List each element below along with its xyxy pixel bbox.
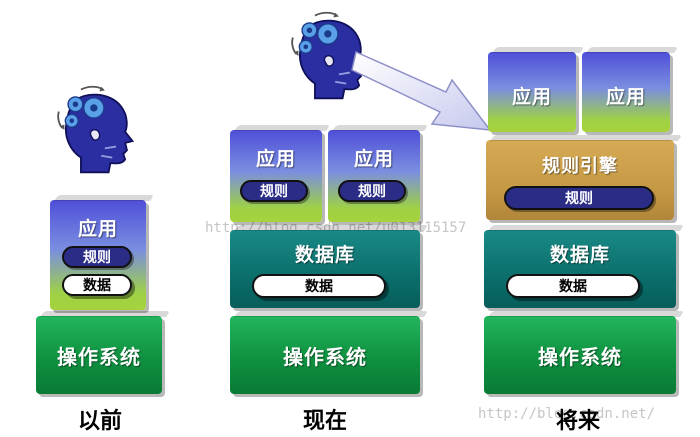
- present-app-block-1: 应用 规则: [230, 130, 322, 222]
- present-rule-pill-1: 规则: [240, 180, 308, 202]
- present-db-block: 数据库 数据: [230, 230, 420, 308]
- thinking-head-icon: [57, 85, 134, 174]
- present-os-block: 操作系统: [230, 316, 420, 394]
- future-app1-label: 应用: [511, 86, 552, 108]
- future-app-block-1: 应用: [488, 52, 576, 132]
- future-data-pill: 数据: [506, 274, 640, 298]
- past-os-block: 操作系统: [36, 316, 162, 394]
- present-app-block-2: 应用 规则: [328, 130, 420, 222]
- present-data-pill: 数据: [252, 274, 386, 298]
- watermark-bottom: http://blog.csdn.net/: [478, 406, 656, 422]
- past-rule-pill: 规则: [62, 246, 132, 268]
- past-app-label: 应用: [77, 218, 118, 240]
- past-caption: 以前: [78, 409, 123, 434]
- future-os-label: 操作系统: [538, 344, 622, 369]
- present-rule-pill-2: 规则: [338, 180, 406, 202]
- future-app2-label: 应用: [605, 86, 646, 108]
- future-rule-pill: 规则: [504, 186, 654, 210]
- future-engine-block: 规则引擎 规则: [486, 140, 674, 220]
- future-db-block: 数据库 数据: [484, 230, 676, 308]
- present-app1-label: 应用: [255, 148, 296, 170]
- present-os-label: 操作系统: [283, 344, 367, 369]
- future-caption: 将来: [556, 409, 601, 434]
- future-os-block: 操作系统: [484, 316, 676, 394]
- future-app-block-2: 应用: [582, 52, 670, 132]
- past-os-label: 操作系统: [57, 344, 141, 369]
- future-engine-label: 规则引擎: [542, 156, 618, 177]
- present-db-label: 数据库: [294, 244, 355, 266]
- present-caption: 现在: [303, 409, 348, 434]
- past-app-block: 应用 规则 数据: [50, 200, 146, 310]
- future-db-label: 数据库: [549, 244, 610, 266]
- present-app2-label: 应用: [353, 148, 394, 170]
- arrow-icon: [351, 50, 492, 131]
- past-data-pill: 数据: [62, 274, 132, 296]
